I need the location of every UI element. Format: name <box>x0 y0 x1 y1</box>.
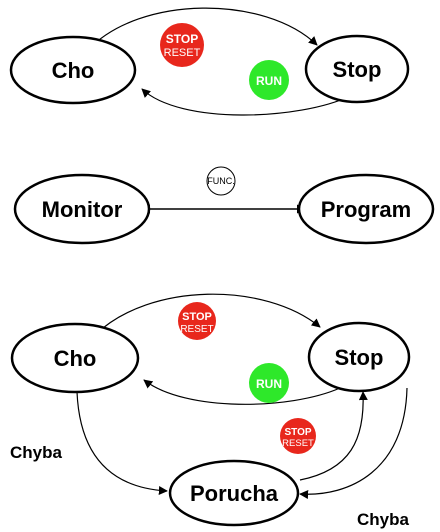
run-button-2[interactable]: RUN <box>249 363 289 403</box>
run-label: RUN <box>256 74 282 88</box>
run-button[interactable]: RUN <box>249 60 289 100</box>
arrow-stop-to-porucha <box>299 387 408 499</box>
state-cho <box>9 35 137 105</box>
stop-reset-button-top[interactable]: STOP RESET <box>178 302 216 340</box>
state-stop-2 <box>307 321 411 393</box>
arrow-cho-to-stop-2 <box>94 293 321 336</box>
stop-label-top: STOP <box>182 311 212 323</box>
state-stop-label: Stop <box>333 57 382 82</box>
error-label-right: Chyba <box>357 510 410 529</box>
state-program-label: Program <box>321 197 411 222</box>
reset-label: RESET <box>164 47 201 59</box>
state-monitor <box>13 173 151 245</box>
state-program <box>297 173 435 245</box>
state-cho-2 <box>10 322 140 394</box>
state-porucha <box>168 459 300 527</box>
func-button[interactable]: FUNC. <box>206 166 236 196</box>
state-cho-label: Cho <box>52 58 95 83</box>
error-label-left: Chyba <box>10 443 63 462</box>
diagram-monitor-program: Monitor Program FUNC. <box>13 166 435 245</box>
stop-reset-button-right[interactable]: STOP RESET <box>280 418 316 454</box>
run-label-2: RUN <box>256 377 282 391</box>
arrow-stop-to-cho <box>141 88 351 116</box>
state-cho-2-label: Cho <box>54 346 97 371</box>
arrow-porucha-to-stop <box>299 391 368 481</box>
state-stop <box>304 34 410 104</box>
stop-reset-button[interactable]: STOP RESET <box>160 23 204 67</box>
arrow-cho-to-stop <box>87 7 318 51</box>
arrow-stop-to-cho-2 <box>143 379 341 405</box>
stop-label: STOP <box>166 32 198 46</box>
state-stop-2-label: Stop <box>335 345 384 370</box>
reset-label-top: RESET <box>180 324 213 335</box>
state-porucha-label: Porucha <box>190 481 279 506</box>
arrow-cho-to-porucha <box>76 391 168 496</box>
state-monitor-label: Monitor <box>42 197 123 222</box>
diagram-run-stop: Cho Stop STOP RESET RUN <box>9 7 410 116</box>
stop-label-right: STOP <box>284 427 311 438</box>
func-label: FUNC. <box>207 176 235 186</box>
diagram-fault: Cho Stop Porucha STOP RESET RUN STOP RES… <box>10 293 411 529</box>
reset-label-right: RESET <box>282 438 314 449</box>
